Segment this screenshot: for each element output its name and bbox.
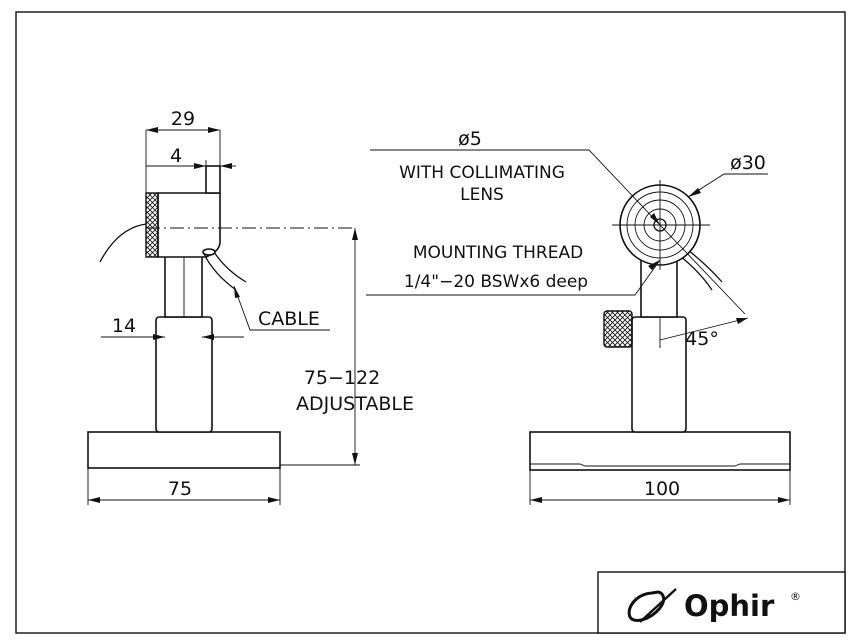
lock-knob	[603, 310, 633, 348]
logo-box	[597, 571, 846, 634]
front-cable	[99, 223, 147, 263]
base-75-label: 75	[168, 478, 192, 500]
side-view-head	[157, 192, 221, 258]
ophir-swoosh-icon	[627, 588, 677, 623]
dim-29-label: 29	[171, 108, 195, 130]
side-cable	[203, 251, 247, 291]
thread-line2: 1/4"−20 BSWx6 deep	[404, 272, 588, 292]
side-view: 29 4 14 CABLE 75−122 ADJUSTABLE 75	[87, 108, 414, 505]
angle-dim-label: 45°	[685, 328, 719, 350]
collimating-line2: LENS	[460, 185, 504, 205]
body-dim-label: ø30	[730, 152, 766, 174]
thread-line1: MOUNTING THREAD	[413, 243, 583, 263]
knurled-ring	[145, 192, 159, 258]
dim-4-label: 4	[170, 145, 182, 167]
brand-name: Ophir	[684, 589, 775, 623]
title-block: Ophir ®	[597, 571, 846, 634]
cable-label: CABLE	[258, 308, 320, 330]
dim-14-label: 14	[112, 315, 136, 337]
base-100-label: 100	[644, 478, 680, 500]
drawing-frame	[15, 11, 846, 634]
height-range-label: 75−122	[304, 367, 380, 389]
registered-mark: ®	[790, 590, 801, 603]
front-view-cable	[679, 249, 723, 291]
front-view: ø5 WITH COLLIMATING LENS ø30 MOUNTING TH…	[366, 128, 791, 505]
height-note-label: ADJUSTABLE	[296, 393, 414, 415]
side-view-base	[87, 431, 281, 469]
collimating-line1: WITH COLLIMATING	[399, 163, 565, 183]
front-view-lower-post	[631, 316, 687, 433]
side-view-lower-post	[155, 316, 213, 433]
aperture-dim-label: ø5	[458, 128, 482, 150]
